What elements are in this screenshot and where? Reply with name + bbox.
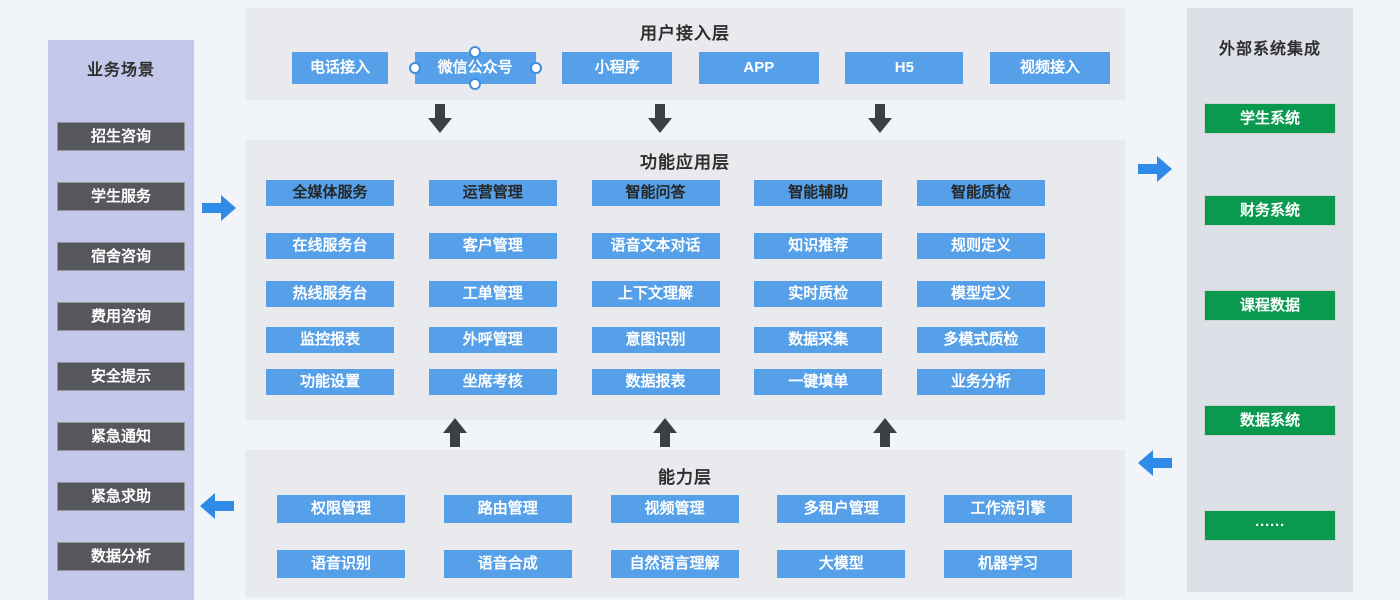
function-item-btn[interactable]: 监控报表: [266, 327, 394, 353]
function-item-btn[interactable]: 多模式质检: [917, 327, 1045, 353]
up-arrow-icon[interactable]: [873, 418, 897, 448]
capability-row-1: 权限管理 路由管理 视频管理 多租户管理 工作流引擎: [245, 495, 1125, 523]
function-columns: 全媒体服务在线服务台热线服务台监控报表功能设置运营管理客户管理工单管理外呼管理坐…: [245, 180, 1125, 395]
function-item-btn[interactable]: 热线服务台: [266, 281, 394, 307]
capability-btn[interactable]: 语音识别: [277, 550, 405, 578]
function-header-btn[interactable]: 全媒体服务: [266, 180, 394, 206]
function-column: 智能问答语音文本对话上下文理解意图识别数据报表: [591, 180, 720, 395]
capability-btn[interactable]: 权限管理: [277, 495, 405, 523]
external-system-btn[interactable]: 数据系统: [1204, 405, 1336, 436]
capability-btn[interactable]: 多租户管理: [777, 495, 906, 523]
selection-handle[interactable]: [469, 46, 482, 58]
left-arrow-icon[interactable]: [1138, 450, 1172, 476]
capability-btn[interactable]: 工作流引擎: [944, 495, 1072, 523]
function-item-btn[interactable]: 外呼管理: [428, 327, 557, 353]
external-system-btn[interactable]: 财务系统: [1204, 195, 1336, 226]
sidebar-items: 招生咨询学生服务宿舍咨询费用咨询安全提示紧急通知紧急求助数据分析: [48, 122, 194, 571]
function-item-btn[interactable]: 上下文理解: [591, 281, 720, 307]
access-channel-btn[interactable]: 小程序: [562, 52, 673, 84]
business-scenarios-panel: 业务场景 招生咨询学生服务宿舍咨询费用咨询安全提示紧急通知紧急求助数据分析: [48, 40, 194, 600]
function-header-btn[interactable]: 智能辅助: [754, 180, 883, 206]
function-item-btn[interactable]: 客户管理: [428, 233, 557, 259]
function-header-btn[interactable]: 智能质检: [917, 180, 1045, 206]
access-channel-btn[interactable]: H5: [845, 52, 964, 84]
external-systems-panel: 外部系统集成 学生系统财务系统课程数据数据系统 ······: [1187, 8, 1353, 592]
function-column: 智能质检规则定义模型定义多模式质检业务分析: [917, 180, 1045, 395]
selection-handle[interactable]: [529, 62, 542, 74]
function-item-btn[interactable]: 规则定义: [917, 233, 1045, 259]
capability-btn[interactable]: 路由管理: [443, 495, 572, 523]
function-item-btn[interactable]: 坐席考核: [428, 369, 557, 395]
right-arrow-icon[interactable]: [202, 195, 236, 221]
function-application-layer-panel: 功能应用层 全媒体服务在线服务台热线服务台监控报表功能设置运营管理客户管理工单管…: [245, 140, 1125, 420]
down-arrow-icon[interactable]: [868, 104, 892, 134]
user-access-layer-panel: 用户接入层 电话接入微信公众号小程序 APP H5 视频接入: [245, 8, 1125, 100]
function-item-btn[interactable]: 实时质检: [754, 281, 883, 307]
capability-btn[interactable]: 语音合成: [443, 550, 572, 578]
up-arrow-icon[interactable]: [443, 418, 467, 448]
left-arrow-icon[interactable]: [200, 493, 234, 519]
down-arrow-icon[interactable]: [648, 104, 672, 134]
sidebar-item[interactable]: 学生服务: [57, 182, 185, 211]
capability-btn[interactable]: 自然语言理解: [610, 550, 739, 578]
up-arrow-icon[interactable]: [653, 418, 677, 448]
function-column: 全媒体服务在线服务台热线服务台监控报表功能设置: [266, 180, 394, 395]
function-item-btn[interactable]: 功能设置: [266, 369, 394, 395]
right-arrow-icon[interactable]: [1138, 156, 1172, 182]
function-item-btn[interactable]: 意图识别: [591, 327, 720, 353]
function-item-btn[interactable]: 模型定义: [917, 281, 1045, 307]
capability-btn[interactable]: 机器学习: [944, 550, 1072, 578]
access-channel-btn[interactable]: 电话接入: [292, 52, 388, 84]
selection-handle[interactable]: [408, 62, 421, 74]
sidebar-item[interactable]: 紧急通知: [57, 422, 185, 451]
sidebar-item[interactable]: 招生咨询: [57, 122, 185, 151]
user-access-layer-title: 用户接入层: [640, 24, 730, 43]
function-column: 运营管理客户管理工单管理外呼管理坐席考核: [428, 180, 557, 395]
function-item-btn[interactable]: 语音文本对话: [591, 233, 720, 259]
function-header-btn[interactable]: 运营管理: [428, 180, 557, 206]
capability-layer-panel: 能力层 权限管理 路由管理 视频管理 多租户管理 工作流引擎 语音识别 语音合成 自然语言理…: [245, 450, 1125, 597]
function-column: 智能辅助知识推荐实时质检数据采集一键填单: [754, 180, 883, 395]
capability-btn[interactable]: 视频管理: [610, 495, 739, 523]
selection-handle[interactable]: [469, 78, 482, 90]
access-channel-btn[interactable]: 微信公众号: [408, 46, 542, 90]
external-system-btn[interactable]: ······: [1204, 510, 1336, 541]
sidebar-item[interactable]: 紧急求助: [57, 482, 185, 511]
access-buttons: 电话接入微信公众号小程序 APP H5 视频接入: [245, 46, 1125, 90]
function-header-btn[interactable]: 智能问答: [591, 180, 720, 206]
access-channel-btn[interactable]: APP: [698, 52, 819, 84]
sidebar-item[interactable]: 安全提示: [57, 362, 185, 391]
sidebar-item[interactable]: 宿舍咨询: [57, 242, 185, 271]
external-system-btn[interactable]: 课程数据: [1204, 290, 1336, 321]
function-item-btn[interactable]: 知识推荐: [754, 233, 883, 259]
sidebar-item[interactable]: 数据分析: [57, 542, 185, 571]
capability-row-2: 语音识别 语音合成 自然语言理解 大模型 机器学习: [245, 550, 1125, 578]
function-item-btn[interactable]: 在线服务台: [266, 233, 394, 259]
access-channel-btn[interactable]: 视频接入: [989, 52, 1110, 84]
capability-layer-title: 能力层: [658, 468, 712, 487]
business-scenarios-title: 业务场景: [86, 62, 155, 79]
function-item-btn[interactable]: 工单管理: [428, 281, 557, 307]
function-item-btn[interactable]: 数据报表: [591, 369, 720, 395]
function-item-btn[interactable]: 业务分析: [917, 369, 1045, 395]
capability-btn[interactable]: 大模型: [777, 550, 906, 578]
function-item-btn[interactable]: 数据采集: [754, 327, 883, 353]
sidebar-item[interactable]: 费用咨询: [57, 302, 185, 331]
external-system-btn[interactable]: 学生系统: [1204, 103, 1336, 134]
external-systems-title: 外部系统集成: [1218, 41, 1321, 58]
function-application-layer-title: 功能应用层: [640, 153, 730, 172]
function-item-btn[interactable]: 一键填单: [754, 369, 883, 395]
down-arrow-icon[interactable]: [428, 104, 452, 134]
